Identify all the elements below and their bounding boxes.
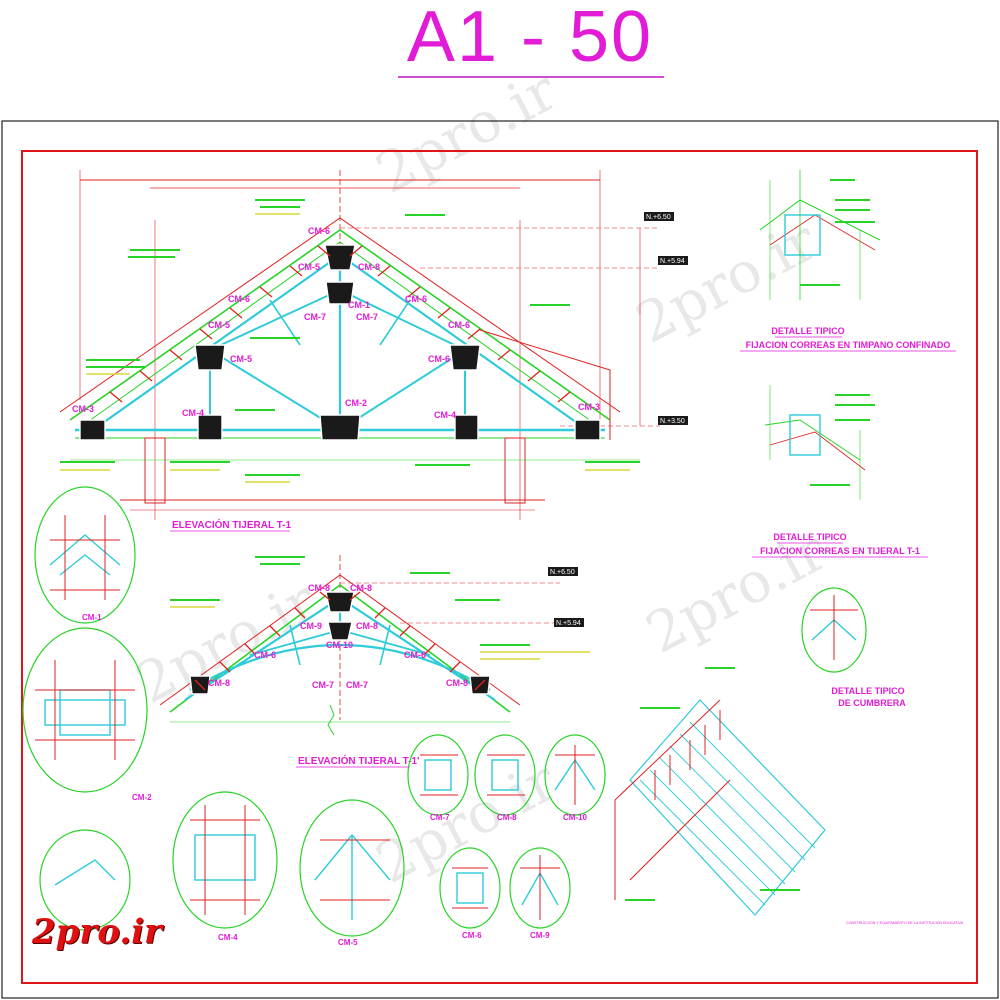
member-label: CM-5	[208, 320, 230, 330]
level-tag: N.+5.94	[660, 258, 685, 265]
member-label: CM-8	[356, 621, 378, 631]
member-label: CM-7	[312, 680, 334, 690]
detail-label: CM-7	[430, 813, 450, 822]
member-label: CM-3	[72, 404, 94, 414]
detail-label: CM-6	[462, 931, 482, 940]
member-label: CM-6	[254, 650, 276, 660]
title-block-heading: OBRA	[846, 914, 861, 920]
member-label: CM-8	[358, 262, 380, 272]
detail-label: CM-5	[338, 938, 358, 947]
drawing-frame	[21, 150, 978, 984]
member-label: CM-4	[434, 410, 456, 420]
detail-label: CM-10	[563, 813, 588, 822]
member-label: CM-6	[404, 650, 426, 660]
sheet-title: A1 - 50	[406, 0, 654, 77]
member-label: CM-8	[350, 583, 372, 593]
member-label: CM-6	[405, 294, 427, 304]
right-details: DETALLE TIPICO FIJACION CORREAS EN TIMPA…	[614, 170, 973, 941]
member-label: CM-9	[300, 621, 322, 631]
detail-title: DETALLE TIPICO	[773, 532, 846, 542]
detail-title: DETALLE TIPICO	[831, 686, 904, 696]
member-label: CM-6	[228, 294, 250, 304]
detail-label: CM-8	[497, 813, 517, 822]
member-label: CM-7	[346, 680, 368, 690]
member-label: CM-8	[446, 678, 468, 688]
member-label: CM-6	[448, 320, 470, 330]
member-label: CM-6	[428, 354, 450, 364]
level-tag: N.+6.50	[646, 214, 671, 221]
title-block-text: CONSTRUCCION Y EQUIPAMIENTO DE LA INSTIT…	[846, 921, 964, 925]
member-label: CM-1	[348, 300, 370, 310]
member-label: CM-8	[308, 583, 330, 593]
truss-t1b-caption: ELEVACIÓN TIJERAL T-1'	[298, 754, 419, 767]
title-underline	[398, 76, 664, 78]
level-tag: N.+3.50	[660, 418, 685, 425]
member-label: CM-5	[298, 262, 320, 272]
member-label: CM-6	[308, 226, 330, 236]
detail-title: DETALLE TIPICO	[771, 326, 844, 336]
detail-label: CM-4	[218, 933, 238, 942]
truss-t1-prime: CM-8 CM-8 CM-9 CM-8 CM-10 CM-6 CM-6 CM-8…	[159, 555, 590, 768]
truss-t1-caption: ELEVACIÓN TIJERAL T-1	[172, 518, 292, 531]
member-label: CM-2	[345, 398, 367, 408]
detail-subtitle: FIJACION CORREAS EN TIJERAL T-1	[760, 546, 920, 556]
member-label: CM-5	[230, 354, 252, 364]
member-label: CM-4	[182, 408, 204, 418]
member-label: CM-7	[304, 312, 326, 322]
member-label: CM-8	[208, 678, 230, 688]
connection-details: CM-1 CM-2 CM-4 CM-5 CM-7 CM-8 CM-10 CM-6…	[22, 486, 867, 947]
member-label: CM-3	[578, 402, 600, 412]
member-label: CM-10	[326, 640, 353, 650]
detail-subtitle: FIJACION CORREAS EN TIMPANO CONFINADO	[746, 340, 951, 350]
detail-label: CM-2	[132, 793, 152, 802]
detail-label: CM-1	[82, 613, 102, 622]
level-tag: N.+6.50	[550, 569, 575, 576]
level-tag: N.+5.94	[556, 620, 581, 627]
member-label: CM-7	[356, 312, 378, 322]
sheet-border	[1, 120, 999, 999]
detail-subtitle: DE CUMBRERA	[838, 698, 906, 708]
detail-label: CM-9	[530, 931, 550, 940]
site-logo: 2pro.ir	[32, 912, 163, 952]
truss-t1: CM-6 CM-5 CM-8 CM-6 CM-6 CM-1 CM-7 CM-7 …	[59, 170, 688, 532]
